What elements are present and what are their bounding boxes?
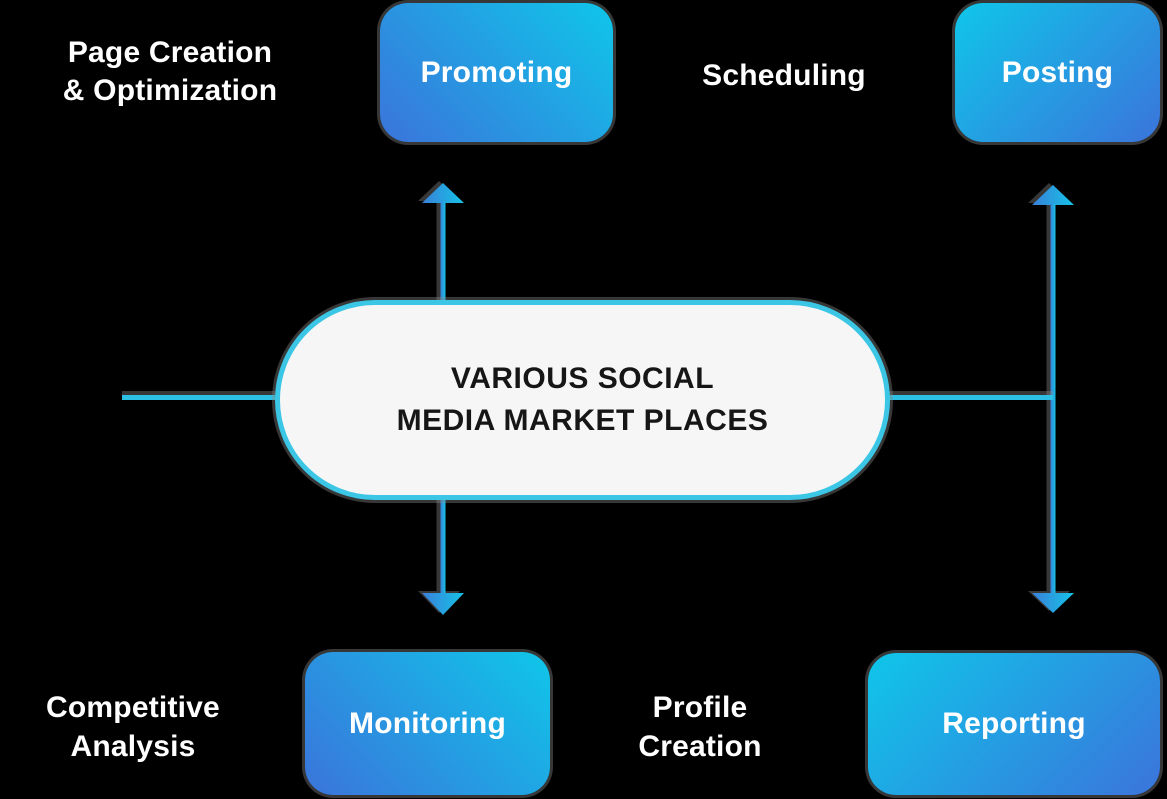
double-vertical-arrow-icon [1032, 185, 1074, 613]
label-profile-line2: Creation [638, 730, 762, 763]
up-arrow-icon [422, 183, 464, 305]
node-monitoring: Monitoring [305, 652, 550, 795]
label-competitive-line1: Competitive [46, 691, 220, 724]
left-connector-line [122, 395, 275, 400]
node-promoting-label: Promoting [420, 55, 573, 89]
label-scheduling-text: Scheduling [702, 59, 866, 92]
right-connector-line [888, 395, 1053, 400]
label-page-creation-line2: & Optimization [62, 74, 278, 107]
label-profile-creation: Profile Creation [575, 688, 825, 766]
label-competitive-line2: Analysis [70, 730, 196, 763]
node-posting-label: Posting [1001, 55, 1114, 89]
node-posting: Posting [955, 3, 1160, 142]
center-node-line1: VARIOUS SOCIAL [450, 362, 715, 395]
label-profile-line1: Profile [652, 691, 748, 724]
node-promoting: Promoting [380, 3, 613, 142]
down-arrow-icon [422, 496, 464, 615]
label-page-creation-optimization: Page Creation & Optimization [45, 34, 295, 110]
node-monitoring-label: Monitoring [349, 706, 506, 740]
node-reporting-label: Reporting [942, 707, 1086, 740]
label-page-creation-line1: Page Creation [67, 36, 273, 69]
center-node-line2: MEDIA MARKET PLACES [396, 404, 769, 437]
label-scheduling: Scheduling [659, 57, 909, 95]
center-node-text: VARIOUS SOCIAL MEDIA MARKET PLACES [397, 358, 769, 442]
center-node-various-social-media-market-places: VARIOUS SOCIAL MEDIA MARKET PLACES [275, 300, 890, 500]
label-competitive-analysis: Competitive Analysis [8, 688, 258, 766]
node-reporting: Reporting [868, 653, 1160, 795]
